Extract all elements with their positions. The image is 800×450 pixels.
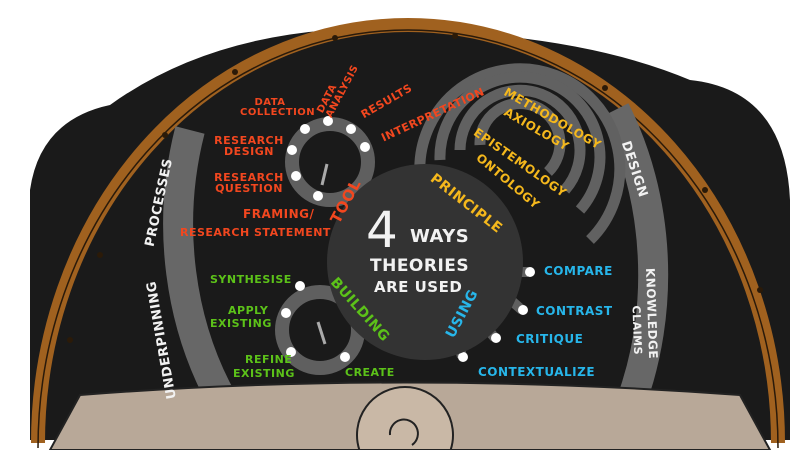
tool-item: RESEARCH DESIGN	[214, 134, 284, 158]
frame-arc	[31, 18, 785, 444]
tool-item: RESEARCH STATEMENT	[180, 226, 331, 239]
center-ways: WAYS	[410, 226, 470, 247]
ring-left	[163, 126, 239, 413]
frame-rivets	[67, 33, 763, 343]
building-item: CREATE	[345, 366, 395, 379]
center-are-used: ARE USED	[374, 278, 463, 296]
building-item: EXISTING	[233, 367, 295, 380]
using-item: CRITIQUE	[516, 332, 584, 346]
principle-rings	[414, 63, 626, 244]
using-item: CONTEXTUALIZE	[478, 365, 596, 379]
center-theories: THEORIES	[370, 256, 470, 276]
tool-dial[interactable]	[285, 116, 375, 207]
center-number: 4	[366, 201, 399, 259]
using-item: COMPARE	[544, 264, 613, 278]
knob[interactable]	[356, 386, 454, 450]
center-hub	[327, 164, 523, 360]
using-item: CONTRAST	[536, 304, 613, 318]
building-item: EXISTING	[210, 317, 272, 330]
building-item: APPLY	[228, 304, 269, 317]
tool-item: FRAMING/	[243, 207, 315, 221]
ring-label-knowledge: KNOWLEDGE	[643, 267, 661, 360]
tool-item: DATA COLLECTION	[240, 97, 316, 118]
building-item: SYNTHESISE	[210, 273, 292, 286]
ring-right	[601, 103, 669, 411]
tool-item: RESEARCH QUESTION	[214, 171, 284, 195]
building-item: REFINE	[245, 353, 293, 366]
ring-label-claims: CLAIMS	[629, 305, 645, 356]
